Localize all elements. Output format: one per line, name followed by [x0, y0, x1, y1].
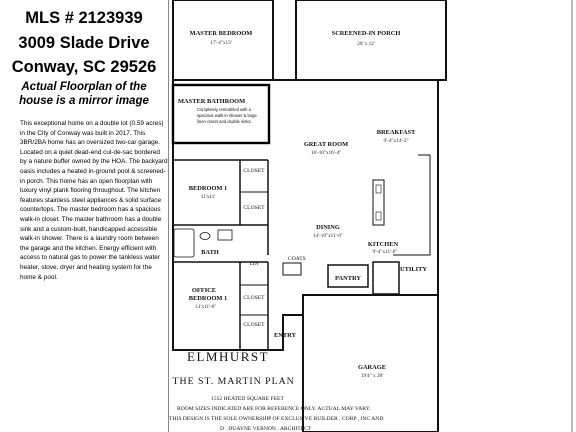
dining-label: DINING: [316, 224, 340, 231]
pantry-label: PANTRY: [335, 275, 361, 282]
mls-number: MLS # 2123939: [25, 9, 143, 27]
kitchen-dims: 9'-4"x11'-6": [373, 249, 398, 255]
lin-label: LIN: [249, 261, 258, 267]
office-dims: 11'x11'-6": [196, 304, 217, 310]
pantry-outline: [327, 264, 369, 288]
city-state-zip: Conway, SC 29526: [11, 58, 157, 76]
coats-label: COATS: [288, 256, 306, 262]
floor-plan: MASTER BEDROOM 17'-4"x13' SCREENED-IN PO…: [168, 0, 573, 432]
plan-name: - THE ST. MARTIN PLAN: [168, 376, 295, 387]
mirror-note-line1: Actual Floorplan of the: [21, 81, 147, 93]
screened-porch-dims: 20' x 12': [357, 41, 374, 47]
master-bathroom-outline: [171, 83, 271, 145]
office-label-2: BEDROOM 1: [189, 295, 228, 302]
garage-dims: 19'4" x 28': [361, 373, 383, 379]
street-address: 3009 Slade Drive: [18, 34, 150, 52]
heated-sqft: 1552 HEATED SQUARE FEET: [211, 396, 284, 402]
great-room-label: GREAT ROOM: [304, 141, 348, 148]
garage-outline: [302, 294, 439, 432]
bedroom1-label: BEDROOM 1: [189, 185, 228, 192]
utility-label: UTILITY: [400, 266, 427, 273]
screened-porch-outline: [295, 0, 447, 81]
master-bathroom-note3: linen closet and double sinks.: [197, 119, 252, 124]
master-bedroom-outline: [172, 0, 274, 81]
closet-label-4: CLOSET: [243, 322, 265, 328]
master-bedroom-dims: 17'-4"x13': [210, 40, 231, 46]
breakfast-dims: 9'-4"x14'-2": [383, 138, 408, 144]
plan-brand: ELMHURST: [187, 349, 269, 364]
bath-label: BATH: [201, 249, 219, 256]
bedroom1-dims: 11'x11': [201, 194, 216, 200]
master-bedroom-label: MASTER BEDROOM: [190, 30, 253, 37]
great-room-dims: 16'-10"x16'-4": [311, 150, 341, 156]
screened-porch-label: SCREENED-IN PORCH: [332, 30, 401, 37]
closet-label-2: CLOSET: [243, 205, 265, 211]
master-bathroom-note1: Completely remodeled with a: [197, 107, 252, 112]
master-bathroom-label: MASTER BATHROOM: [178, 98, 245, 105]
closet-label-3: CLOSET: [243, 295, 265, 301]
breakfast-label: BREAKFAST: [377, 129, 416, 136]
office-label: OFFICE: [192, 287, 216, 294]
closet-label-1: CLOSET: [243, 168, 265, 174]
listing-panel: MLS # 2123939 3009 Slade Drive Conway, S…: [0, 0, 168, 432]
disclaimer-line2: THIS DESIGN IS THE SOLE OWNERSHIP OF EXC…: [169, 416, 383, 422]
dining-dims: 14'-10"x11'-6": [313, 233, 343, 239]
property-description: This exceptional home on a double lot (0…: [20, 120, 168, 281]
kitchen-label: KITCHEN: [368, 241, 399, 248]
disclaimer-line3: D . DUAYNE VERNON , ARCHITECT: [220, 426, 312, 432]
disclaimer-line1: ROOM SIZES INDICATED ARE FOR REFERENCE O…: [177, 406, 371, 412]
garage-label: GARAGE: [358, 364, 386, 371]
kitchen-island: [372, 179, 385, 226]
entry-label: ENTRY: [274, 332, 297, 339]
mirror-note-line2: house is a mirror image: [19, 95, 149, 107]
master-bathroom-note2: spacious walk-in shower & large: [197, 113, 257, 118]
